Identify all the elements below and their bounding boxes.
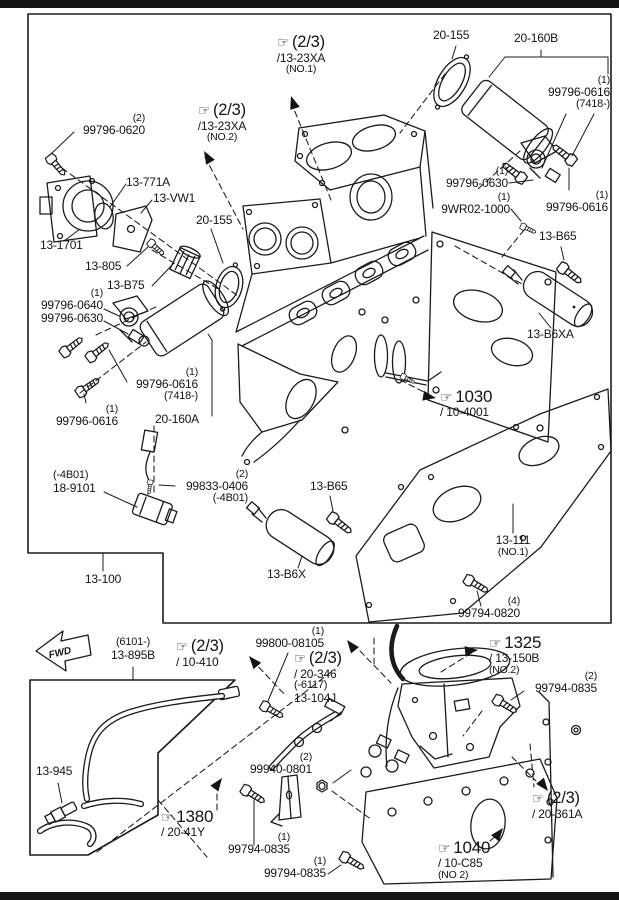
leader-lines-lower — [57, 652, 525, 875]
part-20-160B: 20-160B — [514, 31, 558, 45]
bracket-and-nut-drawing — [270, 774, 328, 827]
qty-99794-0835-topright: (2)99794-0835 — [534, 670, 597, 696]
oring-13-771A-drawing — [94, 202, 114, 230]
pointing-hand-icon: ☞ — [294, 651, 306, 667]
hose-13-104J-drawing — [268, 697, 346, 771]
hose-box-13-895B — [29, 666, 241, 856]
intake-manifold-drawing — [235, 114, 442, 466]
pointing-hand-icon: ☞ — [198, 103, 210, 119]
qty-99800-08105: (1)99800-08105 — [255, 625, 324, 651]
engine-assembly-drawing — [360, 623, 582, 885]
bottom-border-bar — [0, 892, 619, 900]
dashed-lines-upper — [61, 73, 525, 497]
fwd-label: FWD — [48, 645, 73, 661]
part-13-B6XA: 13-B6XA — [527, 327, 574, 341]
dashed-lines-lower — [96, 637, 537, 858]
part-13-1701: 13-1701 — [40, 238, 83, 252]
qty-99796-0616-7418-right: (1)99796-0616(7418-) — [547, 74, 610, 111]
canister-20-160B-drawing — [461, 79, 561, 184]
pointing-hand-icon: ☞ — [438, 841, 451, 857]
part-20-160A: 20-160A — [155, 412, 199, 426]
qty-99796-0616-lowleft: (1)99796-0616 — [55, 403, 118, 429]
qty-99796-0616-7418-left: (1)99796-0616(7418-) — [135, 366, 198, 403]
part-13-111: 13-111(NO.1) — [495, 533, 531, 558]
pointing-hand-icon: ☞ — [176, 639, 188, 655]
callout-1380: ☞1380/ 20-41Y — [161, 807, 214, 840]
part-13-VW1: 13-VW1 — [153, 191, 196, 205]
qty-99796-0630-right: (1)99796-0630 — [445, 165, 508, 191]
lower-manifold-plate-drawing — [427, 231, 557, 443]
gasket-20-155-left-drawing — [214, 262, 244, 312]
pointing-hand-icon: ☞ — [440, 390, 453, 406]
pointing-hand-icon: ☞ — [277, 35, 289, 51]
ref-13-100: 13-100 — [84, 572, 122, 586]
part-13-771A: 13-771A — [126, 175, 170, 189]
qty-99833-0406: (2)99833-0406(-4B01) — [185, 468, 248, 505]
qty-9WR02-1000: (1)9WR02-1000 — [441, 191, 510, 217]
part-13-805: 13-805 — [85, 259, 122, 273]
part-13-B75: 13-B75 — [107, 278, 145, 292]
callout-20-361A: ☞(2/3)/ 20-361A — [532, 789, 583, 821]
callout-13-23XA-no1: ☞(2/3)/13-23XA(NO.1) — [276, 33, 326, 76]
fwd-arrow: FWD — [35, 630, 92, 672]
qty-99794-0835-bottom: (1)99794-0835 — [263, 855, 326, 881]
qty-99794-0820: (4)99794-0820 — [457, 595, 520, 621]
leader-lines-upper — [49, 45, 609, 607]
top-border-bar — [0, 0, 619, 8]
part-20-155-left: 20-155 — [196, 213, 233, 227]
part-13-B6X: 13-B6X — [267, 567, 306, 581]
callout-10-410: ☞(2/3)/ 10-410 — [176, 637, 224, 669]
pointing-hand-icon: ☞ — [489, 636, 502, 652]
knurl-13-B75-drawing — [169, 245, 201, 280]
callout-20-346: ☞(2/3)/ 20-346(-6117)13-104J — [294, 649, 342, 706]
gasket-20-155-top-drawing — [433, 54, 471, 110]
pointing-hand-icon: ☞ — [532, 791, 544, 807]
pointing-hand-icon: ☞ — [161, 810, 174, 826]
part-13-B65-mid: 13-B65 — [310, 479, 348, 493]
valve-13-945-drawing — [44, 801, 78, 826]
part-13-895B: (6101-)13-895B — [111, 636, 155, 662]
part-20-155-top: 20-155 — [433, 28, 470, 42]
qty-99794-0835-left: (1)99794-0835 — [227, 831, 290, 857]
bracket-13-VW1-drawing — [112, 205, 153, 253]
cylinder-13-B6X-drawing — [245, 501, 335, 567]
gasket-13-111-drawing — [355, 388, 612, 623]
callout-13-23XA-no2: ☞(2/3)/13-23XA(NO.2) — [197, 101, 247, 144]
qty-99940-0801: (2)99940-0801 — [249, 751, 312, 777]
qty-99796-0616-right2: (1)99796-0616 — [545, 189, 608, 215]
cylinder-13-B6XA-drawing — [501, 265, 594, 328]
callout-1040: ☞1040/ 10-C85(NO 2) — [438, 838, 491, 882]
upper-assembly-box — [27, 13, 612, 624]
throttle-body-13-1701-drawing — [39, 175, 114, 243]
part-18-9101: (-4B01)18-9101 — [53, 469, 96, 495]
callout-1030: ☞1030/ 10-4001 — [440, 387, 493, 420]
callout-1325: ☞1325/ 13-150B(NO.2) — [489, 633, 542, 677]
qty-99796-0620: (2)99796-0620 — [82, 112, 145, 138]
part-13-945: 13-945 — [36, 764, 73, 778]
part-13-B65-right: 13-B65 — [539, 229, 577, 243]
